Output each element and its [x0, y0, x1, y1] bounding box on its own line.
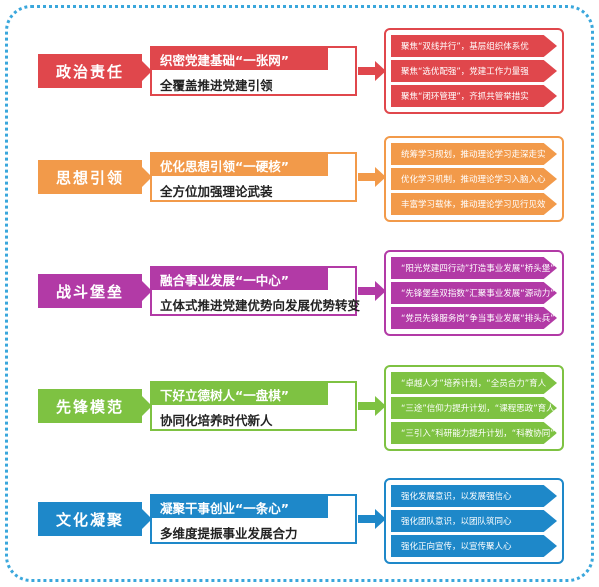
mid-box: 下好立德树人“一盘棋” 协同化培养时代新人 — [150, 381, 357, 431]
row-fighting-fortress: 战斗堡垒 融合事业发展“一中心” 立体式推进党建优势向发展优势转变 “阳光党建四… — [0, 250, 599, 346]
list-item: “卓越人才”培养计划，“全员合力”育人 — [391, 372, 557, 394]
item-group: “卓越人才”培养计划，“全员合力”育人 “三途”信仰力提升计划，“课程思政”育人… — [384, 365, 564, 451]
mid-box: 融合事业发展“一中心” 立体式推进党建优势向发展优势转变 — [150, 266, 361, 316]
list-item: “三途”信仰力提升计划，“课程思政”育人 — [391, 397, 557, 419]
row-ideological-guidance: 思想引领 优化思想引领“一硬核” 全方位加强理论武装 统筹学习规划，推动理论学习… — [0, 136, 599, 232]
category-label: 文化凝聚 — [38, 502, 152, 536]
list-item: “阳光党建四行动”打造事业发展“桥头堡” — [391, 257, 557, 279]
mid-subtitle: 全方位加强理论武装 — [160, 184, 273, 199]
list-item: 强化团队意识，以团队筑同心 — [391, 510, 557, 532]
list-item: 强化发展意识，以发展强信心 — [391, 485, 557, 507]
list-item: 丰富学习载体，推动理论学习见行见效 — [391, 193, 557, 215]
mid-subtitle: 全覆盖推进党建引领 — [160, 78, 273, 93]
list-item: 聚焦“选优配强”，党建工作力量强 — [391, 60, 557, 82]
arrow-icon — [358, 396, 386, 416]
list-item: 聚焦“闭环管理”，齐抓共管举措实 — [391, 85, 557, 107]
arrow-icon — [358, 61, 386, 81]
item-group: 聚焦“双线并行”，基层组织体系优 聚焦“选优配强”，党建工作力量强 聚焦“闭环管… — [384, 28, 564, 114]
arrow-icon — [358, 167, 386, 187]
list-item: “三引入”科研能力提升计划，“科教协同”育人 — [391, 422, 557, 444]
arrow-icon — [358, 281, 386, 301]
mid-subtitle: 立体式推进党建优势向发展优势转变 — [160, 298, 361, 313]
row-political-responsibility: 政治责任 织密党建基础“一张网” 全覆盖推进党建引领 聚焦“双线并行”，基层组织… — [0, 28, 599, 124]
row-cultural-cohesion: 文化凝聚 凝聚干事创业“一条心” 多维度提振事业发展合力 强化发展意识，以发展强… — [0, 478, 599, 574]
item-group: 强化发展意识，以发展强信心 强化团队意识，以团队筑同心 强化正向宣传，以宣传聚人… — [384, 478, 564, 564]
mid-title: 融合事业发展“一中心” — [152, 268, 328, 290]
row-vanguard-model: 先锋模范 下好立德树人“一盘棋” 协同化培养时代新人 “卓越人才”培养计划，“全… — [0, 365, 599, 461]
list-item: “党员先锋服务岗”争当事业发展“排头兵” — [391, 307, 557, 329]
list-item: 优化学习机制，推动理论学习入脑入心 — [391, 168, 557, 190]
category-label: 战斗堡垒 — [38, 274, 152, 308]
list-item: “先锋堡垒双指数”汇聚事业发展“源动力” — [391, 282, 557, 304]
category-label: 思想引领 — [38, 160, 152, 194]
category-label: 先锋模范 — [38, 389, 152, 423]
category-label: 政治责任 — [38, 54, 152, 88]
mid-title: 凝聚干事创业“一条心” — [152, 496, 328, 518]
item-group: 统筹学习规划，推动理论学习走深走实 优化学习机制，推动理论学习入脑入心 丰富学习… — [384, 136, 564, 222]
item-group: “阳光党建四行动”打造事业发展“桥头堡” “先锋堡垒双指数”汇聚事业发展“源动力… — [384, 250, 564, 336]
mid-title: 优化思想引领“一硬核” — [152, 154, 328, 176]
mid-box: 优化思想引领“一硬核” 全方位加强理论武装 — [150, 152, 357, 202]
mid-title: 下好立德树人“一盘棋” — [152, 383, 328, 405]
mid-box: 织密党建基础“一张网” 全覆盖推进党建引领 — [150, 46, 357, 96]
mid-subtitle: 协同化培养时代新人 — [160, 413, 273, 428]
mid-box: 凝聚干事创业“一条心” 多维度提振事业发展合力 — [150, 494, 357, 544]
list-item: 统筹学习规划，推动理论学习走深走实 — [391, 143, 557, 165]
mid-subtitle: 多维度提振事业发展合力 — [160, 526, 298, 541]
list-item: 聚焦“双线并行”，基层组织体系优 — [391, 35, 557, 57]
mid-title: 织密党建基础“一张网” — [152, 48, 328, 70]
arrow-icon — [358, 509, 386, 529]
list-item: 强化正向宣传，以宣传聚人心 — [391, 535, 557, 557]
